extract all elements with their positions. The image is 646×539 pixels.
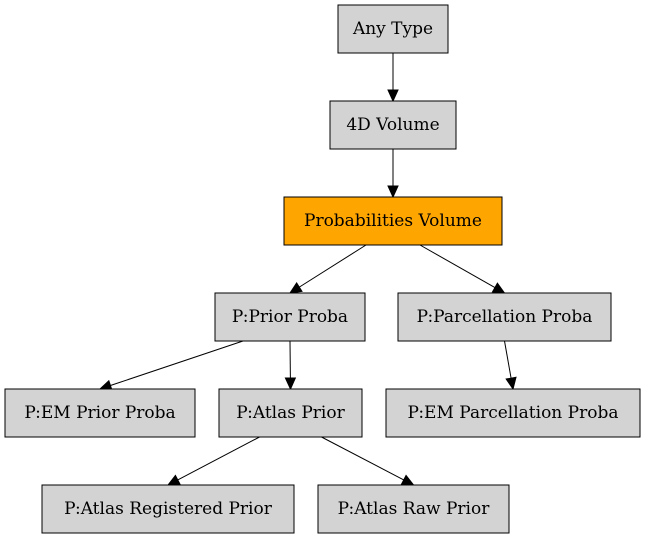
arrowhead-icon <box>387 185 399 199</box>
node-any-type[interactable]: Any Type <box>337 4 449 54</box>
node-box[interactable] <box>4 388 196 438</box>
edge-line <box>177 436 260 481</box>
node-box[interactable] <box>397 292 612 342</box>
edge-prior-proba-to-atlas-prior <box>284 340 297 391</box>
edge-atlas-prior-to-atlas-registered-prior <box>166 436 260 486</box>
edge-atlas-prior-to-atlas-raw-prior <box>321 436 415 486</box>
edge-probabilities-volume-to-prior-proba <box>288 244 367 294</box>
node-box[interactable] <box>214 292 366 342</box>
node-label: 4D Volume <box>346 115 439 135</box>
node-prior-proba[interactable]: P:Prior Proba <box>214 292 366 342</box>
node-box[interactable] <box>337 4 449 54</box>
edge-probabilities-volume-to-parcellation-proba <box>419 244 506 294</box>
node-atlas-raw-prior[interactable]: P:Atlas Raw Prior <box>317 484 510 534</box>
edge-line <box>321 436 404 481</box>
node-box[interactable] <box>385 388 641 438</box>
node-label: P:Prior Proba <box>232 307 348 327</box>
node-4d-volume[interactable]: 4D Volume <box>329 100 457 150</box>
node-label: P:Atlas Prior <box>236 403 345 423</box>
arrowhead-icon <box>387 89 399 103</box>
node-label: P:Atlas Raw Prior <box>338 499 491 519</box>
arrowhead-icon <box>505 376 517 391</box>
node-probabilities-volume[interactable]: Probabilities Volume <box>283 196 503 246</box>
arrowhead-icon <box>166 474 181 486</box>
edge-line <box>299 244 367 288</box>
edge-line <box>110 340 244 386</box>
arrowhead-icon <box>288 281 303 294</box>
node-box[interactable] <box>317 484 510 534</box>
node-em-prior-proba[interactable]: P:EM Prior Proba <box>4 388 196 438</box>
edge-4d-volume-to-probabilities-volume <box>387 149 399 199</box>
edge-prior-proba-to-em-prior-proba <box>98 340 244 391</box>
edge-parcellation-proba-to-em-parcellation-proba <box>504 340 517 391</box>
node-box[interactable] <box>283 196 503 246</box>
node-box[interactable] <box>41 484 295 534</box>
node-box[interactable] <box>218 388 363 438</box>
node-atlas-prior[interactable]: P:Atlas Prior <box>218 388 363 438</box>
node-label: Probabilities Volume <box>304 211 482 231</box>
node-label: P:Parcellation Proba <box>417 307 593 327</box>
edge-any-type-to-4d-volume <box>387 53 399 103</box>
edge-line <box>419 244 496 289</box>
edge-line <box>504 340 512 379</box>
arrowhead-icon <box>400 474 415 486</box>
node-atlas-registered-prior[interactable]: P:Atlas Registered Prior <box>41 484 295 534</box>
node-label: P:Atlas Registered Prior <box>64 499 273 519</box>
edges-layer <box>98 53 517 486</box>
arrowhead-icon <box>284 377 297 391</box>
node-label: Any Type <box>352 19 433 39</box>
node-box[interactable] <box>329 100 457 150</box>
node-label: P:EM Prior Proba <box>24 403 175 423</box>
arrowhead-icon <box>491 282 506 294</box>
node-em-parcellation-proba[interactable]: P:EM Parcellation Proba <box>385 388 641 438</box>
node-parcellation-proba[interactable]: P:Parcellation Proba <box>397 292 612 342</box>
node-label: P:EM Parcellation Proba <box>408 403 619 423</box>
